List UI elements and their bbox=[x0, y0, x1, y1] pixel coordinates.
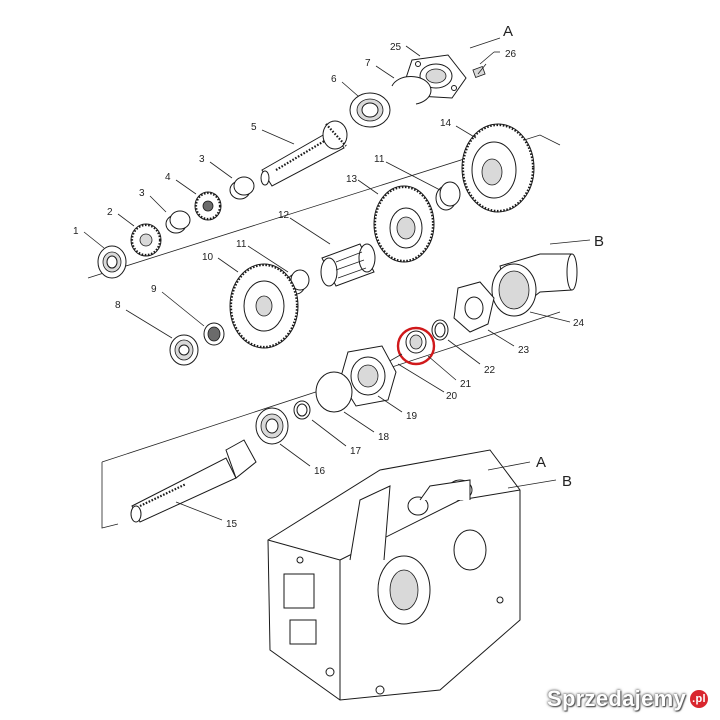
gear-part-13 bbox=[373, 185, 435, 263]
bearing-part-16 bbox=[255, 407, 289, 445]
flange-part-19 bbox=[339, 345, 397, 407]
shaft-part-5 bbox=[260, 120, 348, 187]
part-label: 7 bbox=[365, 58, 371, 69]
reference-letter-a-top: A bbox=[503, 23, 513, 40]
part-label: 11 bbox=[374, 154, 385, 165]
leader-lines bbox=[83, 37, 591, 521]
watermark-text: Sprzedajemy bbox=[546, 686, 686, 711]
snap-ring-part bbox=[391, 75, 432, 105]
part-label: 20 bbox=[446, 391, 458, 402]
reference-letters: A B A B bbox=[503, 23, 604, 490]
needle-bearing-part-12 bbox=[320, 243, 376, 287]
part-label: 23 bbox=[518, 345, 530, 356]
ring-part-22 bbox=[431, 319, 449, 341]
part-label: 26 bbox=[505, 49, 517, 60]
part-label: 19 bbox=[406, 411, 418, 422]
bushing-part-11-upper bbox=[435, 181, 461, 211]
part-label: 22 bbox=[484, 365, 496, 376]
spacer-part-3-lower bbox=[165, 210, 191, 234]
part-label: 16 bbox=[314, 466, 326, 477]
part-label: 8 bbox=[115, 300, 121, 311]
bearing-part-1 bbox=[97, 245, 127, 279]
lock-plate-part-23 bbox=[453, 281, 495, 333]
part-label: 10 bbox=[202, 252, 214, 263]
gear-part-10 bbox=[229, 263, 299, 349]
bolt-part bbox=[472, 63, 487, 78]
part-label: 2 bbox=[107, 207, 113, 218]
reference-letter-b-top: B bbox=[594, 233, 604, 250]
bell-housing-part-24 bbox=[491, 253, 578, 317]
reference-letter-a-bottom: A bbox=[536, 454, 546, 471]
part-label: 3 bbox=[199, 154, 205, 165]
part-label: 3 bbox=[139, 188, 145, 199]
part-label: 9 bbox=[151, 284, 157, 295]
part-label: 11 bbox=[236, 239, 247, 250]
snap-ring-part-17 bbox=[293, 400, 311, 420]
part-label: 24 bbox=[573, 318, 585, 329]
washer-part-21 bbox=[405, 330, 427, 354]
part-label: 1 bbox=[73, 226, 79, 237]
gear-part-2 bbox=[130, 223, 162, 257]
bearing-part-8 bbox=[169, 334, 199, 366]
bearing-part-6 bbox=[349, 92, 391, 128]
part-label: 17 bbox=[350, 446, 362, 457]
gearbox-housing bbox=[267, 449, 521, 701]
part-label: 25 bbox=[390, 42, 402, 53]
group-frame-lower bbox=[101, 462, 119, 529]
gear-part-4 bbox=[194, 191, 222, 221]
watermark-logo: Sprzedajemy .pl bbox=[547, 686, 708, 712]
reference-letter-b-bottom: B bbox=[562, 473, 572, 490]
part-label: 18 bbox=[378, 432, 390, 443]
part-label: 5 bbox=[251, 122, 257, 133]
spacer-part-3-upper bbox=[229, 176, 255, 200]
large-gear-part-14 bbox=[461, 123, 535, 213]
highlight-circle-part-20 bbox=[396, 326, 436, 366]
group-frame-upper bbox=[87, 134, 561, 279]
o-ring-part-18 bbox=[315, 371, 353, 413]
part-label: 4 bbox=[165, 172, 171, 183]
watermark-badge: .pl bbox=[690, 690, 708, 708]
part-label: 12 bbox=[278, 210, 290, 221]
part-label: 13 bbox=[346, 174, 358, 185]
seal-part-9 bbox=[203, 322, 225, 346]
output-shaft-part-15 bbox=[130, 439, 257, 523]
part-label: 6 bbox=[331, 74, 337, 85]
part-label: 21 bbox=[460, 379, 472, 390]
part-labels: 1 2 3 3 4 5 6 7 8 9 10 11 11 12 13 14 15… bbox=[73, 42, 585, 530]
part-label: 15 bbox=[226, 519, 238, 530]
part-label: 14 bbox=[440, 118, 452, 129]
